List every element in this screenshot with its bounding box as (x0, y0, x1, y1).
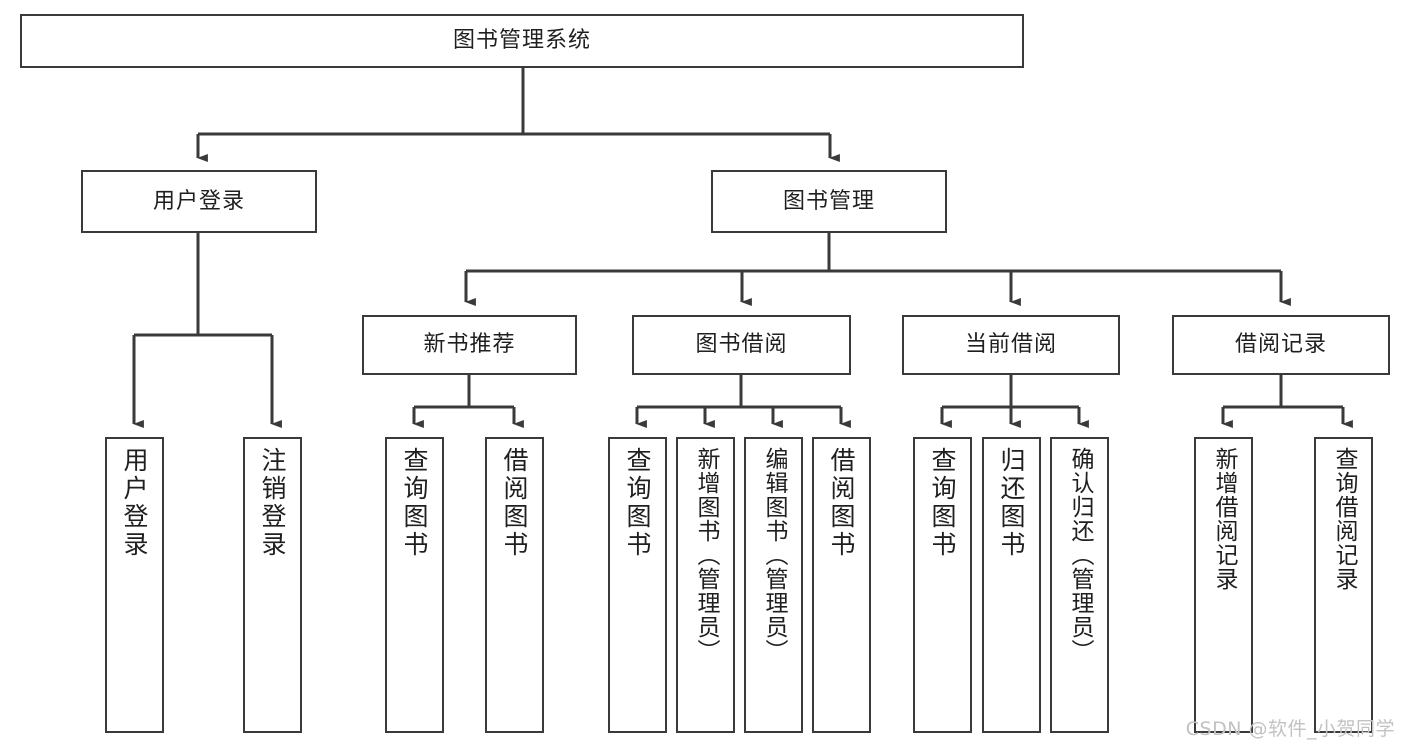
node-leaf-query-record-label: 查询借阅记录 (1331, 447, 1357, 591)
node-leaf-query-book-3-label: 查询图书 (928, 447, 957, 559)
node-leaf-user-login[interactable]: 用户登录 (105, 437, 164, 733)
node-book-borrow-label: 图书借阅 (695, 332, 788, 358)
node-leaf-borrow-book-1[interactable]: 借阅图书 (485, 437, 544, 733)
node-leaf-query-record[interactable]: 查询借阅记录 (1314, 437, 1373, 733)
node-book-borrow[interactable]: 图书借阅 (632, 315, 851, 375)
node-leaf-return-book-label: 归还图书 (997, 447, 1026, 559)
node-book-manage-label: 图书管理 (782, 188, 875, 214)
node-root-label: 图书管理系统 (452, 28, 591, 54)
node-borrow-record[interactable]: 借阅记录 (1172, 315, 1390, 375)
node-leaf-user-login-label: 用户登录 (120, 447, 149, 559)
node-leaf-borrow-book-1-label: 借阅图书 (500, 447, 529, 559)
node-borrow-record-label: 借阅记录 (1234, 332, 1327, 358)
node-leaf-logout-label: 注销登录 (258, 447, 287, 559)
node-leaf-query-book-2-label: 查询图书 (623, 447, 652, 559)
node-leaf-query-book-2[interactable]: 查询图书 (608, 437, 667, 733)
node-user-login-label: 用户登录 (152, 188, 245, 214)
node-leaf-borrow-book-2[interactable]: 借阅图书 (812, 437, 871, 733)
node-leaf-borrow-book-2-label: 借阅图书 (827, 447, 856, 559)
node-leaf-confirm-return[interactable]: 确认归还（管理员） (1050, 437, 1109, 733)
node-book-manage[interactable]: 图书管理 (711, 170, 947, 233)
node-current-borrow[interactable]: 当前借阅 (902, 315, 1120, 375)
node-leaf-logout[interactable]: 注销登录 (243, 437, 302, 733)
node-leaf-query-book-1[interactable]: 查询图书 (385, 437, 444, 733)
node-leaf-add-book-label: 新增图书（管理员） (693, 447, 719, 663)
node-leaf-edit-book-label: 编辑图书（管理员） (761, 447, 787, 663)
node-root[interactable]: 图书管理系统 (20, 14, 1024, 68)
node-leaf-add-book[interactable]: 新增图书（管理员） (676, 437, 735, 733)
node-leaf-confirm-return-label: 确认归还（管理员） (1067, 447, 1093, 663)
node-leaf-add-record-label: 新增借阅记录 (1211, 447, 1237, 591)
node-leaf-return-book[interactable]: 归还图书 (982, 437, 1041, 733)
node-leaf-edit-book[interactable]: 编辑图书（管理员） (744, 437, 803, 733)
node-current-borrow-label: 当前借阅 (964, 332, 1057, 358)
node-user-login[interactable]: 用户登录 (81, 170, 317, 233)
node-leaf-add-record[interactable]: 新增借阅记录 (1194, 437, 1253, 733)
csdn-watermark: CSDN @软件_小贺同学 (1185, 718, 1395, 740)
node-leaf-query-book-1-label: 查询图书 (400, 447, 429, 559)
node-new-book-rec-label: 新书推荐 (423, 332, 516, 358)
node-new-book-rec[interactable]: 新书推荐 (362, 315, 577, 375)
node-leaf-query-book-3[interactable]: 查询图书 (913, 437, 972, 733)
